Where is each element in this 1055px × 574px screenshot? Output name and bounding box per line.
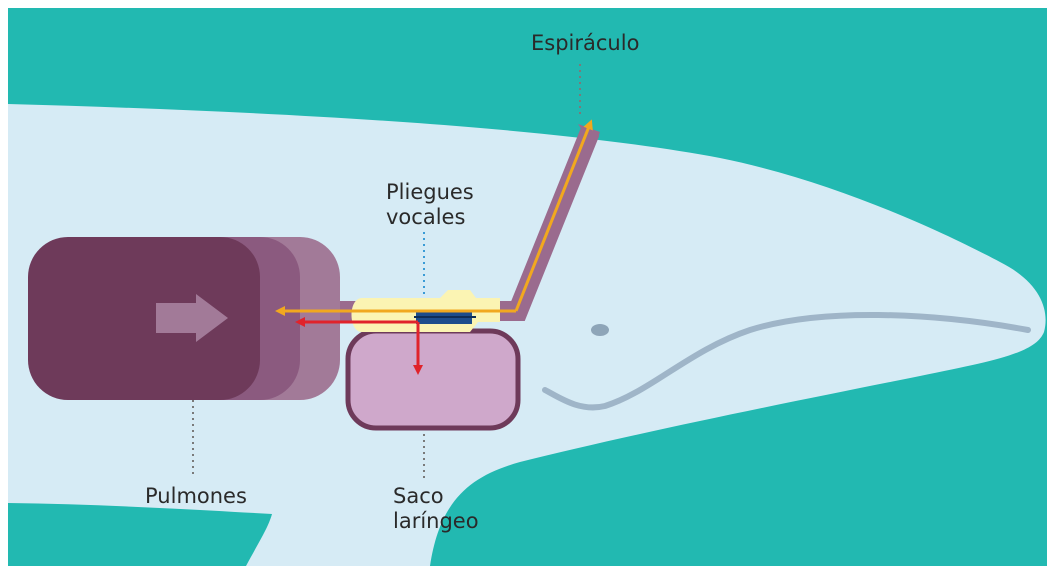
laryngeal-sac-label-line2: laríngeo [393,509,479,534]
whale-eye [591,324,609,336]
blowhole-label: Espiráculo [531,31,639,56]
laryngeal-sac-label-line1: Saco [393,484,479,509]
lungs-label: Pulmones [145,484,247,509]
vocal-folds-label-line1: Pliegues [386,180,474,205]
laryngeal-sac [348,331,518,428]
vocal-folds-label: Pliegues vocales [386,180,474,230]
vocal-folds-label-line2: vocales [386,205,474,230]
laryngeal-sac-label: Saco laríngeo [393,484,479,534]
